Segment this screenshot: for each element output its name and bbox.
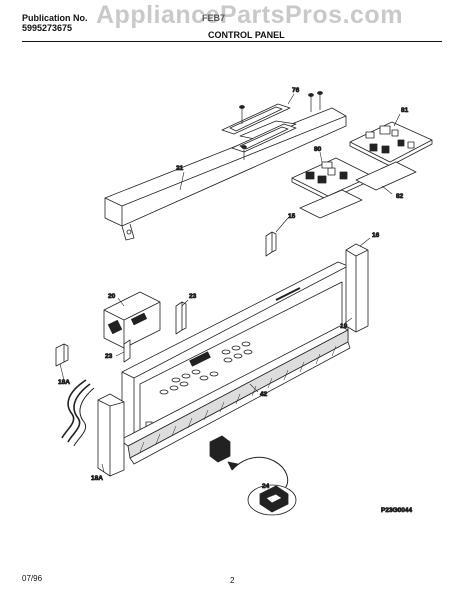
leader-lines [59,93,401,473]
part-label-16: 16 [372,232,380,239]
footer-date: 07/96 [22,574,43,583]
part-number-labels: 76 81 80 21 82 15 16 20 23 23 19 42 18A … [58,87,413,515]
part-label-81: 81 [401,107,409,114]
watermark: AppliancePartsPros.com [96,1,403,29]
bracket-part-15 [265,231,277,257]
part-label-18a-left: 18A [58,379,70,386]
part-label-80: 80 [314,146,322,153]
header-rule [22,41,442,42]
right-endcap-part-16 [345,243,369,333]
vent-grille-part-42 [119,325,351,465]
insulator-part-82 [299,161,417,219]
diagram-title: CONTROL PANEL [208,30,285,40]
part-label-24: 24 [262,483,270,490]
part-label-18a-bottom: 18A [91,475,103,482]
part-label-19: 19 [340,323,348,330]
part-label-82: 82 [396,193,404,200]
model-number-fragment: FEB7 [202,13,226,23]
part-label-42: 42 [260,391,268,398]
screw-set [239,91,323,160]
publication-number: 5995273675 [22,23,73,33]
part-label-20: 20 [108,293,116,300]
bezel-part-76 [221,103,297,153]
bracket-part-23-left [123,339,131,363]
connector-part-24 [209,435,297,516]
left-bracket-part-18a [55,343,69,367]
footer-page-number: 2 [230,576,235,585]
publication-label: Publication No. [22,13,88,23]
part-label-15: 15 [288,213,296,220]
part-label-23-upper: 23 [189,293,197,300]
switch-housing-part-20 [103,291,161,349]
wire-harness [61,379,95,447]
bracket-part-23-right [175,301,187,335]
part-label-76: 76 [292,87,300,94]
part-label-21: 21 [176,165,184,172]
figure-code: P23G0044 [381,507,412,514]
circuit-board-part-81 [349,121,433,167]
part-label-23-lower: 23 [105,353,113,360]
left-endcap-part-18a [97,393,125,477]
